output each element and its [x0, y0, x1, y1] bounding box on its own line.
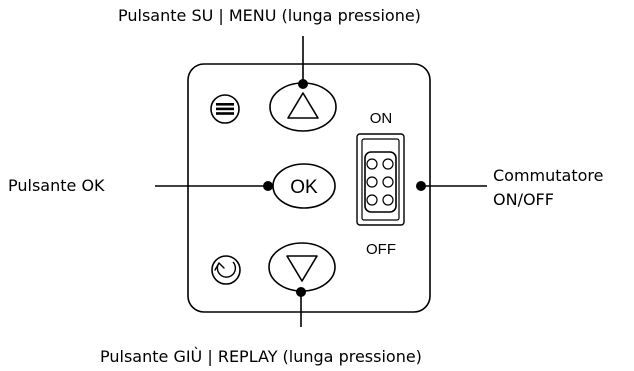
- switch-callout-line1: Commutatore: [493, 166, 604, 185]
- up-button[interactable]: [269, 82, 337, 132]
- callout-line-switch: [416, 181, 487, 191]
- switch-callout-line2: ON/OFF: [493, 190, 554, 209]
- ok-button-text: OK: [290, 177, 318, 198]
- ok-button-callout: Pulsante OK: [8, 176, 105, 195]
- ok-button[interactable]: OK: [272, 163, 336, 209]
- switch-callout: Commutatore ON/OFF: [493, 164, 633, 212]
- down-button-callout: Pulsante GIÙ | REPLAY (lunga pressione): [100, 347, 422, 366]
- down-button[interactable]: [268, 242, 336, 292]
- callout-line-down: [296, 287, 306, 327]
- up-button-callout: Pulsante SU | MENU (lunga pressione): [118, 6, 421, 25]
- triangle-down-icon: [286, 255, 318, 282]
- triangle-up-icon: [287, 92, 319, 119]
- callout-line-up: [298, 36, 308, 89]
- switch-on-text: ON: [370, 110, 393, 127]
- callout-line-ok: [155, 181, 273, 191]
- replay-icon[interactable]: [211, 255, 241, 285]
- switch-off-text: OFF: [366, 241, 396, 258]
- on-off-switch[interactable]: [356, 133, 405, 226]
- menu-lines-icon: [210, 94, 240, 124]
